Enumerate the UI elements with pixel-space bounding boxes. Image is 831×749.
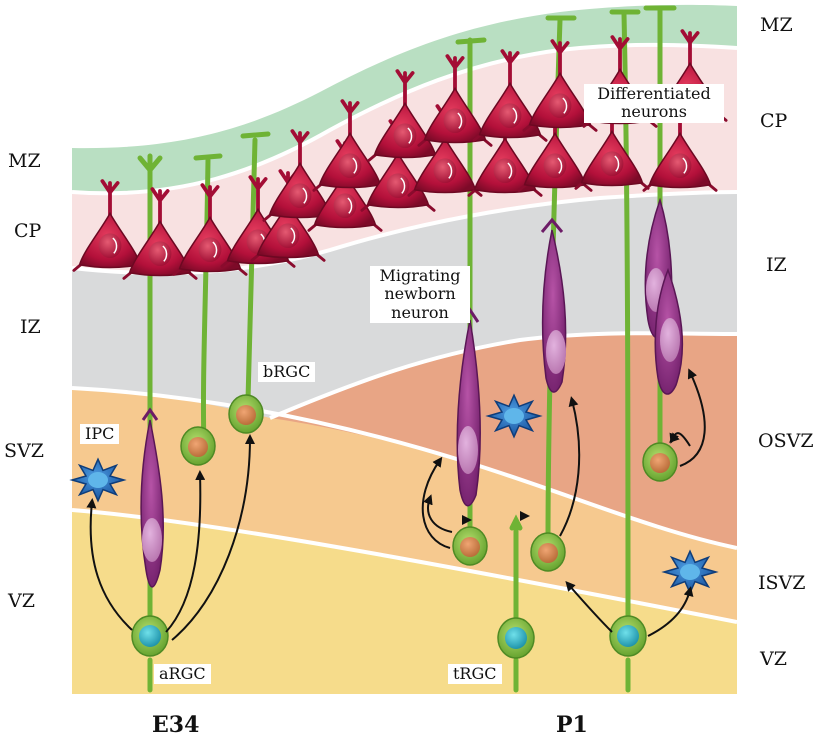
stage-label-p1: P1 [556,712,588,738]
progenitor-cells [131,394,678,659]
zone-label-iz-left: IZ [20,316,41,338]
zone-label-isvz-right: ISVZ [758,572,806,594]
brgc-cell [452,526,488,566]
layer-mz [72,4,737,194]
ipc-label: IPC [80,424,120,445]
trgc-cell [497,617,535,659]
stage-label-e34: E34 [152,712,200,738]
brgc-cell [642,442,678,482]
trgc-label: tRGC [448,664,502,685]
pyramidal-neuron [307,139,383,232]
differentiated-line-1: Differentiated [597,84,711,103]
migrating-neuron [140,407,164,588]
argc-cell [131,615,169,657]
ipc-cell [69,457,127,503]
migrating-neuron [456,307,482,507]
progenitor-cell [180,426,216,466]
zone-label-iz-right: IZ [766,254,787,276]
migrating-line-2: newborn [384,284,456,304]
pyramidal-neuron [172,183,248,276]
pyramidal-neuron [522,39,598,132]
differentiated-line-2: neurons [621,102,687,122]
ipc-cell [485,393,543,439]
pyramidal-neuron [472,49,548,142]
ipc-cells [69,393,719,595]
brgc-cell [228,394,264,434]
layer-vz [72,510,737,694]
differentiated-neurons-label: Differentiated neurons [584,84,724,123]
zone-label-svz-left: SVZ [4,440,44,462]
brgc-label: bRGC [258,362,316,383]
zone-label-vz-right: VZ [760,648,787,670]
zone-label-osvz-right: OSVZ [758,430,814,452]
zone-label-mz-left: MZ [8,150,41,172]
argc-label: aRGC [154,664,211,685]
argc-cell [609,615,647,657]
zone-label-mz-right: MZ [760,14,793,36]
zone-label-cp-right: CP [760,110,788,132]
migrating-neuron [540,217,567,393]
pyramidal-neuron [642,99,718,192]
brgc-cell [530,532,566,572]
pyramidal-neuron [417,54,493,147]
migrating-neuron [654,267,684,395]
ipc-cell [661,549,719,595]
differentiated-neurons [72,29,728,280]
migrating-line-1: Migrating [379,266,461,285]
layer-svz [72,388,737,622]
migrating-line-3: neuron [391,302,449,322]
zone-label-cp-left: CP [14,220,42,242]
migrating-neurons [140,197,684,588]
division-arrows [86,368,706,641]
layer-osvz [270,333,737,548]
migrating-neuron-label: Migrating newborn neuron [370,266,470,324]
zone-label-vz-left: VZ [8,590,35,612]
pyramidal-neuron [250,169,326,262]
pyramidal-neuron [262,129,338,222]
